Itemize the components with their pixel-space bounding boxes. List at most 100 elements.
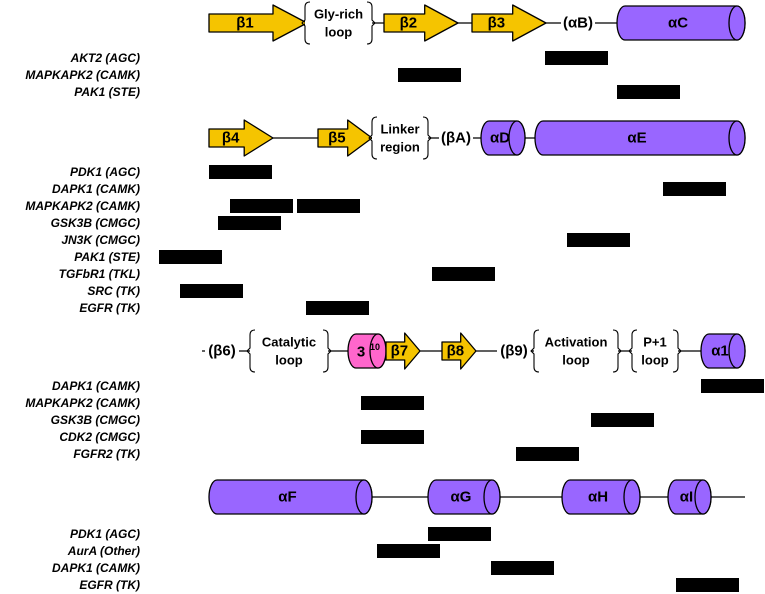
helix-label: αF bbox=[278, 489, 296, 506]
loop-label-line: Catalytic bbox=[262, 335, 316, 350]
strand-label: β5 bbox=[328, 130, 346, 147]
kinase-label: GSK3B (CMGC) bbox=[51, 216, 140, 230]
kinase-label: PAK1 (STE) bbox=[74, 250, 140, 264]
right-brace bbox=[612, 329, 622, 373]
text-background bbox=[205, 342, 239, 360]
region-bar bbox=[591, 413, 654, 427]
region-bar bbox=[545, 51, 608, 65]
kinase-label: SRC (TK) bbox=[87, 284, 140, 298]
left-brace bbox=[368, 116, 378, 160]
kinase-aura-other: AurA (Other) bbox=[67, 544, 440, 558]
left-brace bbox=[301, 1, 311, 45]
strand-1: β1 bbox=[208, 4, 308, 42]
kinase-label: DAPK1 (CAMK) bbox=[52, 379, 140, 393]
region-bar bbox=[428, 527, 491, 541]
helix-d: αD bbox=[480, 120, 526, 156]
helix-c: αC bbox=[616, 5, 746, 41]
region-bar bbox=[567, 233, 630, 247]
loop-background bbox=[305, 2, 372, 44]
strand-arrow-shape bbox=[208, 4, 308, 42]
strand-arrow-shape bbox=[208, 119, 274, 157]
strand-label: β7 bbox=[391, 343, 409, 360]
kinase-dapk1-camk: DAPK1 (CAMK) bbox=[52, 561, 554, 575]
helix-h: αH bbox=[561, 479, 641, 515]
strand-7: β7 bbox=[385, 332, 421, 370]
loop-label-line: loop bbox=[275, 353, 302, 368]
left-brace bbox=[628, 329, 638, 373]
left-brace bbox=[246, 329, 256, 373]
kinase-cdk2-cmgc: CDK2 (CMGC) bbox=[59, 430, 424, 444]
loop-label-line: loop bbox=[562, 353, 589, 368]
loop-catalytic-loop: Catalytic loop bbox=[246, 329, 332, 373]
kinase-src-tk: SRC (TK) bbox=[87, 284, 243, 298]
kinase-label: TGFbR1 (TKL) bbox=[59, 267, 140, 281]
strand-label: β2 bbox=[400, 15, 418, 32]
loop-background bbox=[372, 117, 428, 159]
text-background bbox=[497, 342, 531, 360]
secondary-element-label: (β9) bbox=[500, 343, 528, 360]
kinase-label: AurA (Other) bbox=[67, 544, 140, 558]
region-bar bbox=[377, 544, 440, 558]
strand-arrow-shape bbox=[317, 119, 373, 157]
helix-label: 3 bbox=[357, 344, 365, 361]
kinase-label: PDK1 (AGC) bbox=[70, 527, 140, 541]
kinase-label: MAPKAPK2 (CAMK) bbox=[25, 199, 140, 213]
kinase-label: EGFR (TK) bbox=[79, 578, 140, 592]
region-bar bbox=[516, 447, 579, 461]
region-bar bbox=[663, 182, 726, 196]
helix-label: αI bbox=[680, 489, 693, 506]
region-bar bbox=[432, 267, 495, 281]
region-bar bbox=[218, 216, 281, 230]
helix-label: αD bbox=[490, 130, 510, 147]
kinase-jn3k-cmgc: JN3K (CMGC) bbox=[61, 233, 630, 247]
region-bar bbox=[209, 165, 272, 179]
kinase-label: EGFR (TK) bbox=[79, 301, 140, 315]
kinase-dapk1-camk: DAPK1 (CAMK) bbox=[52, 379, 764, 393]
right-brace bbox=[366, 1, 376, 45]
region-bar bbox=[159, 250, 222, 264]
kinase-label: MAPKAPK2 (CAMK) bbox=[25, 396, 140, 410]
kinase-label: PDK1 (AGC) bbox=[70, 165, 140, 179]
right-brace bbox=[322, 329, 332, 373]
strand-label: β8 bbox=[447, 343, 465, 360]
helix-label-superscript: 10 bbox=[370, 342, 380, 352]
region-bar bbox=[617, 85, 680, 99]
kinase-egfr-tk: EGFR (TK) bbox=[79, 578, 739, 592]
kinase-label: CDK2 (CMGC) bbox=[59, 430, 140, 444]
kinase-label: DAPK1 (CAMK) bbox=[52, 182, 140, 196]
helix-label: αG bbox=[451, 489, 472, 506]
helix-label: αH bbox=[588, 489, 608, 506]
helix-1: α1 bbox=[700, 333, 746, 369]
kinase-akt2-agc: AKT2 (AGC) bbox=[70, 51, 608, 65]
strand-5: β5 bbox=[317, 119, 373, 157]
left-brace bbox=[530, 329, 540, 373]
helix-i: αI bbox=[667, 479, 712, 515]
kinase-tgfbr1-tkl: TGFbR1 (TKL) bbox=[59, 267, 495, 281]
right-brace bbox=[422, 116, 432, 160]
region-bar bbox=[701, 379, 764, 393]
region-bar bbox=[676, 578, 739, 592]
strand-4: β4 bbox=[208, 119, 274, 157]
kinase-gsk3b-cmgc: GSK3B (CMGC) bbox=[51, 413, 654, 427]
helix-310: 3 10 bbox=[347, 333, 387, 369]
kinase-mapkapk2-camk: MAPKAPK2 (CAMK) bbox=[25, 396, 424, 410]
kinase-label: MAPKAPK2 (CAMK) bbox=[25, 68, 140, 82]
strand-arrow-shape bbox=[471, 4, 547, 42]
strand-arrow-shape bbox=[441, 332, 477, 370]
loop-label-line: P+1 bbox=[643, 335, 667, 350]
loop-background bbox=[250, 330, 328, 372]
kinase-dapk1-camk: DAPK1 (CAMK) bbox=[52, 182, 726, 196]
kinase-label: FGFR2 (TK) bbox=[73, 447, 140, 461]
helix-label: α1 bbox=[711, 343, 729, 360]
loop-label-line: Linker bbox=[380, 122, 419, 137]
helix-cylinder-cap bbox=[728, 5, 746, 41]
kinase-label: JN3K (CMGC) bbox=[61, 233, 140, 247]
kinase-pak1-ste: PAK1 (STE) bbox=[74, 85, 680, 99]
kinase-pdk1-agc: PDK1 (AGC) bbox=[70, 165, 272, 179]
helix-label: αE bbox=[627, 130, 646, 147]
